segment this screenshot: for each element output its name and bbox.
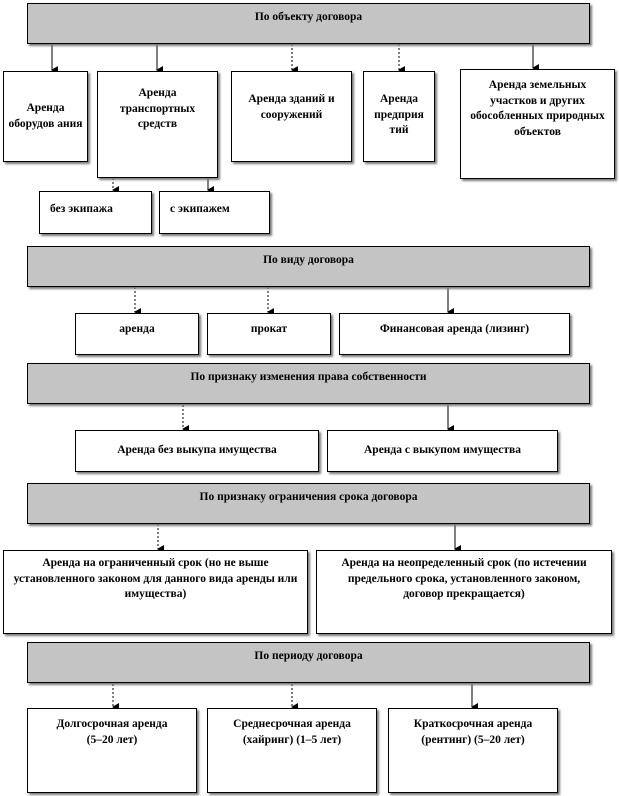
- box-limited-term-lease: Аренда на ограниченный срок (но не выше …: [3, 550, 308, 634]
- box-with-crew: с экипажем: [159, 191, 270, 234]
- header-by-term-limit: По признаку ограничения срока договора: [27, 483, 590, 524]
- header-by-object: По объекту договора: [27, 3, 590, 44]
- box-transport-lease: Аренда транспортных средств: [97, 71, 218, 178]
- box-lease-with-buyout: Аренда с выкупом имущества: [327, 430, 558, 472]
- header-by-kind: По виду договора: [27, 246, 590, 287]
- box-unlimited-term-lease: Аренда на неопределенный срок (по истече…: [316, 550, 612, 634]
- box-hire: прокат: [207, 313, 331, 355]
- box-land-lease: Аренда земельных участков и других обосо…: [460, 69, 615, 179]
- header-by-period: По периоду договора: [27, 642, 590, 683]
- box-enterprise-lease: Аренда предприя тий: [363, 71, 435, 162]
- box-mid-term-lease: Среднесрочная аренда (хайринг) (1–5 лет): [207, 708, 377, 793]
- box-buildings-lease: Аренда зданий и сооружений: [231, 71, 352, 162]
- header-by-ownership-change: По признаку изменения права собственност…: [27, 363, 590, 404]
- box-financial-lease: Финансовая аренда (лизинг): [339, 313, 570, 355]
- box-equipment-lease: Аренда оборудов ания: [3, 71, 88, 162]
- box-without-crew: без экипажа: [39, 191, 152, 234]
- box-long-term-lease: Долгосрочная аренда (5–20 лет): [27, 708, 197, 793]
- box-short-term-lease: Краткосрочная аренда (рентинг) (5–20 лет…: [388, 708, 558, 793]
- box-rent: аренда: [75, 313, 199, 355]
- box-lease-without-buyout: Аренда без выкупа имущества: [75, 430, 319, 472]
